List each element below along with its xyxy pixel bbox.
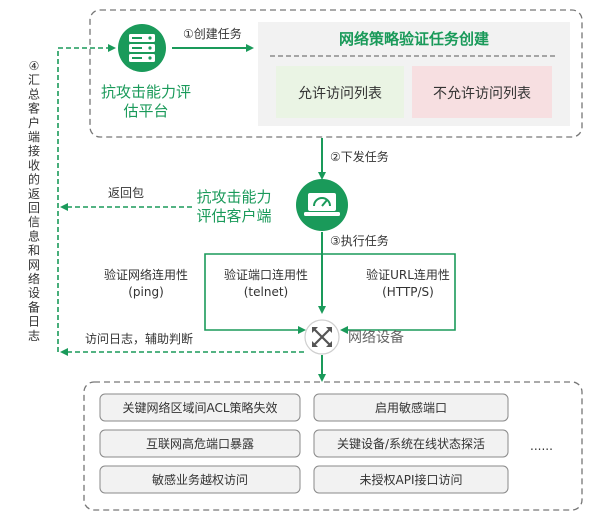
task-title: 网络策略验证任务创建	[339, 30, 490, 48]
result-item-label: 启用敏感端口	[375, 400, 447, 415]
allow-list-box	[276, 66, 404, 118]
platform-label-line2: 估平台	[123, 102, 168, 120]
result-item-label: 未授权API接口访问	[360, 472, 463, 487]
verify-port-proto: (telnet)	[244, 285, 288, 299]
deny-list-box	[412, 66, 552, 118]
result-item-label: 互联网高危端口暴露	[146, 436, 254, 451]
access-log-label: 访问日志，辅助判断	[85, 331, 193, 346]
result-item: 启用敏感端口	[313, 393, 509, 422]
verify-url-label: 验证URL连用性	[366, 267, 450, 282]
result-item: 未授权API接口访问	[313, 465, 509, 494]
platform-label-line1: 抗攻击能力评	[101, 83, 191, 101]
step1-label: ①创建任务	[183, 26, 242, 41]
results-more-ellipsis: ......	[530, 439, 553, 453]
return-packet-label: 返回包	[108, 186, 144, 200]
top-panel	[89, 9, 583, 138]
network-switch-icon	[304, 319, 340, 355]
results-panel	[83, 381, 583, 511]
allow-list-label: 允许访问列表	[298, 86, 382, 102]
result-item-label: 敏感业务越权访问	[152, 472, 248, 487]
server-rack-icon	[118, 24, 166, 72]
verify-port-label: 验证端口连用性	[224, 267, 308, 282]
verify-url-proto: (HTTP/S)	[382, 285, 434, 299]
verify-network-proto: (ping)	[128, 285, 164, 299]
step3-label: ③执行任务	[330, 233, 389, 248]
result-item-label: 关键网络区域间ACL策略失效	[122, 400, 277, 415]
gauge-laptop-icon	[296, 179, 348, 231]
client-label-line2: 评估客户端	[196, 207, 271, 225]
http-loop-path	[322, 253, 456, 334]
result-item: 敏感业务越权访问	[99, 465, 301, 494]
result-item-label: 关键设备/系统在线状态探活	[337, 437, 485, 451]
result-item: 互联网高危端口暴露	[99, 429, 301, 458]
step2-label: ②下发任务	[330, 149, 389, 164]
deny-list-label: 不允许访问列表	[433, 86, 531, 102]
ping-loop-path	[204, 253, 322, 334]
result-item: 关键设备/系统在线状态探活	[313, 429, 509, 458]
network-device-label: 网络设备	[348, 329, 404, 346]
result-item: 关键网络区域间ACL策略失效	[99, 393, 301, 422]
client-label-line1: 抗攻击能力	[196, 188, 271, 206]
verify-network-label: 验证网络连用性	[104, 267, 188, 282]
